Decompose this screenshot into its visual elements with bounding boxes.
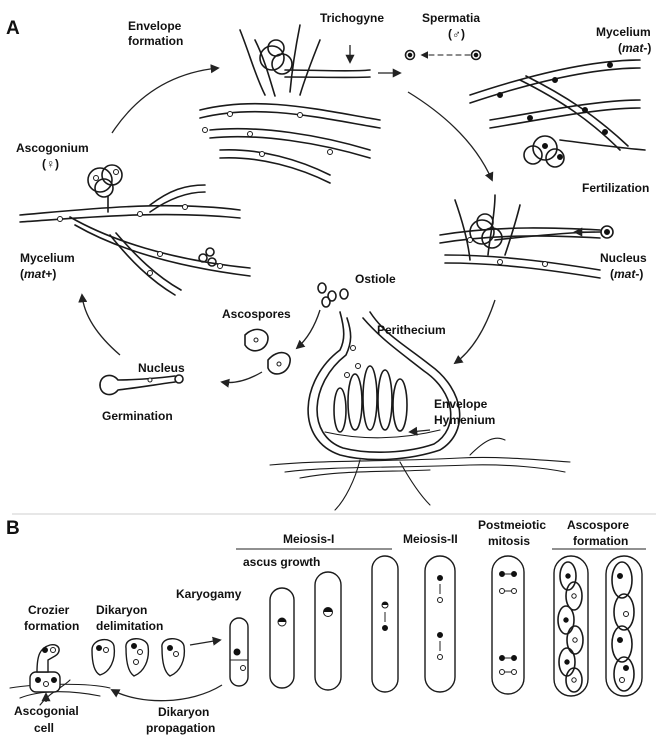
label-propagation-1: Dikaryon [158, 705, 209, 719]
ascospore-formation-ascus-2 [605, 555, 643, 697]
label-postmeiotic-2: mitosis [488, 534, 530, 548]
label-envelope-formation-1: Envelope [128, 19, 182, 33]
label-spermatia-1: Spermatia [422, 11, 480, 25]
label-mycelium-plus-1: Mycelium [20, 251, 75, 265]
label-crozier-2: formation [24, 619, 79, 633]
label-mycelium-minus-1: Mycelium [596, 25, 651, 39]
cycle-arrows [78, 64, 496, 388]
label-meiosis-2: Meiosis-II [403, 532, 458, 546]
label-ascospore-formation-1: Ascospore [567, 518, 629, 532]
dikaryon-delimitation-drawing [91, 636, 223, 702]
label-mycelium-minus-2: (mat-) [618, 41, 651, 55]
panel-b-label: B [6, 518, 20, 539]
label-postmeiotic-1: Postmeiotic [478, 518, 546, 532]
meiosis-2-ascus [424, 555, 456, 693]
mycelium-mat-plus-drawing [19, 164, 251, 296]
label-mycelium-plus-2: (mat+) [20, 267, 56, 281]
fertilization-drawing [439, 194, 614, 279]
label-delimitation-2: delimitation [96, 619, 163, 633]
crozier-drawing [9, 644, 111, 706]
label-ascogonium-2: (♀) [42, 157, 59, 171]
label-trichogyne: Trichogyne [320, 11, 384, 25]
meiosis-1-ascus [371, 555, 399, 693]
label-delimitation-1: Dikaryon [96, 603, 147, 617]
label-ascospores: Ascospores [222, 307, 291, 321]
label-ascus-growth: ascus growth [243, 555, 320, 569]
label-germination: Germination [102, 409, 173, 423]
label-nucleus: Nucleus [138, 361, 185, 375]
label-nucleus-minus-1: Nucleus [600, 251, 647, 265]
label-hymenium: Hymenium [434, 413, 495, 427]
label-perithecium: Perithecium [377, 323, 446, 337]
karyogamy-ascus [229, 617, 249, 687]
label-ascospore-formation-2: formation [573, 534, 628, 548]
label-spermatia-2: (♂) [448, 27, 465, 41]
label-envelope-formation-2: formation [128, 34, 183, 48]
label-karyogamy: Karyogamy [176, 587, 242, 601]
label-ascogonial-2: cell [34, 721, 54, 735]
panel-a-label: A [6, 18, 20, 39]
postmeiotic-mitosis-ascus [491, 555, 525, 695]
label-meiosis-1: Meiosis-I [283, 532, 334, 546]
ascospores-drawing [244, 282, 349, 375]
ascus-growth-2 [314, 571, 342, 691]
label-ascogonial-1: Ascogonial [14, 704, 79, 718]
label-envelope: Envelope [434, 397, 488, 411]
germination-drawing [99, 374, 184, 396]
mycelium-mat-minus-drawing [404, 49, 646, 168]
label-ascogonium-1: Ascogonium [16, 141, 89, 155]
ascus-growth-1 [269, 587, 295, 689]
perithecium-drawing [269, 311, 571, 511]
label-fertilization: Fertilization [582, 181, 649, 195]
envelope-formation-drawing [199, 24, 402, 184]
label-propagation-2: propagation [146, 721, 215, 735]
ascospore-formation-ascus-1 [553, 555, 589, 697]
label-crozier-1: Crozier [28, 603, 70, 617]
label-nucleus-minus-2: (mat-) [610, 267, 643, 281]
label-ostiole: Ostiole [355, 272, 396, 286]
